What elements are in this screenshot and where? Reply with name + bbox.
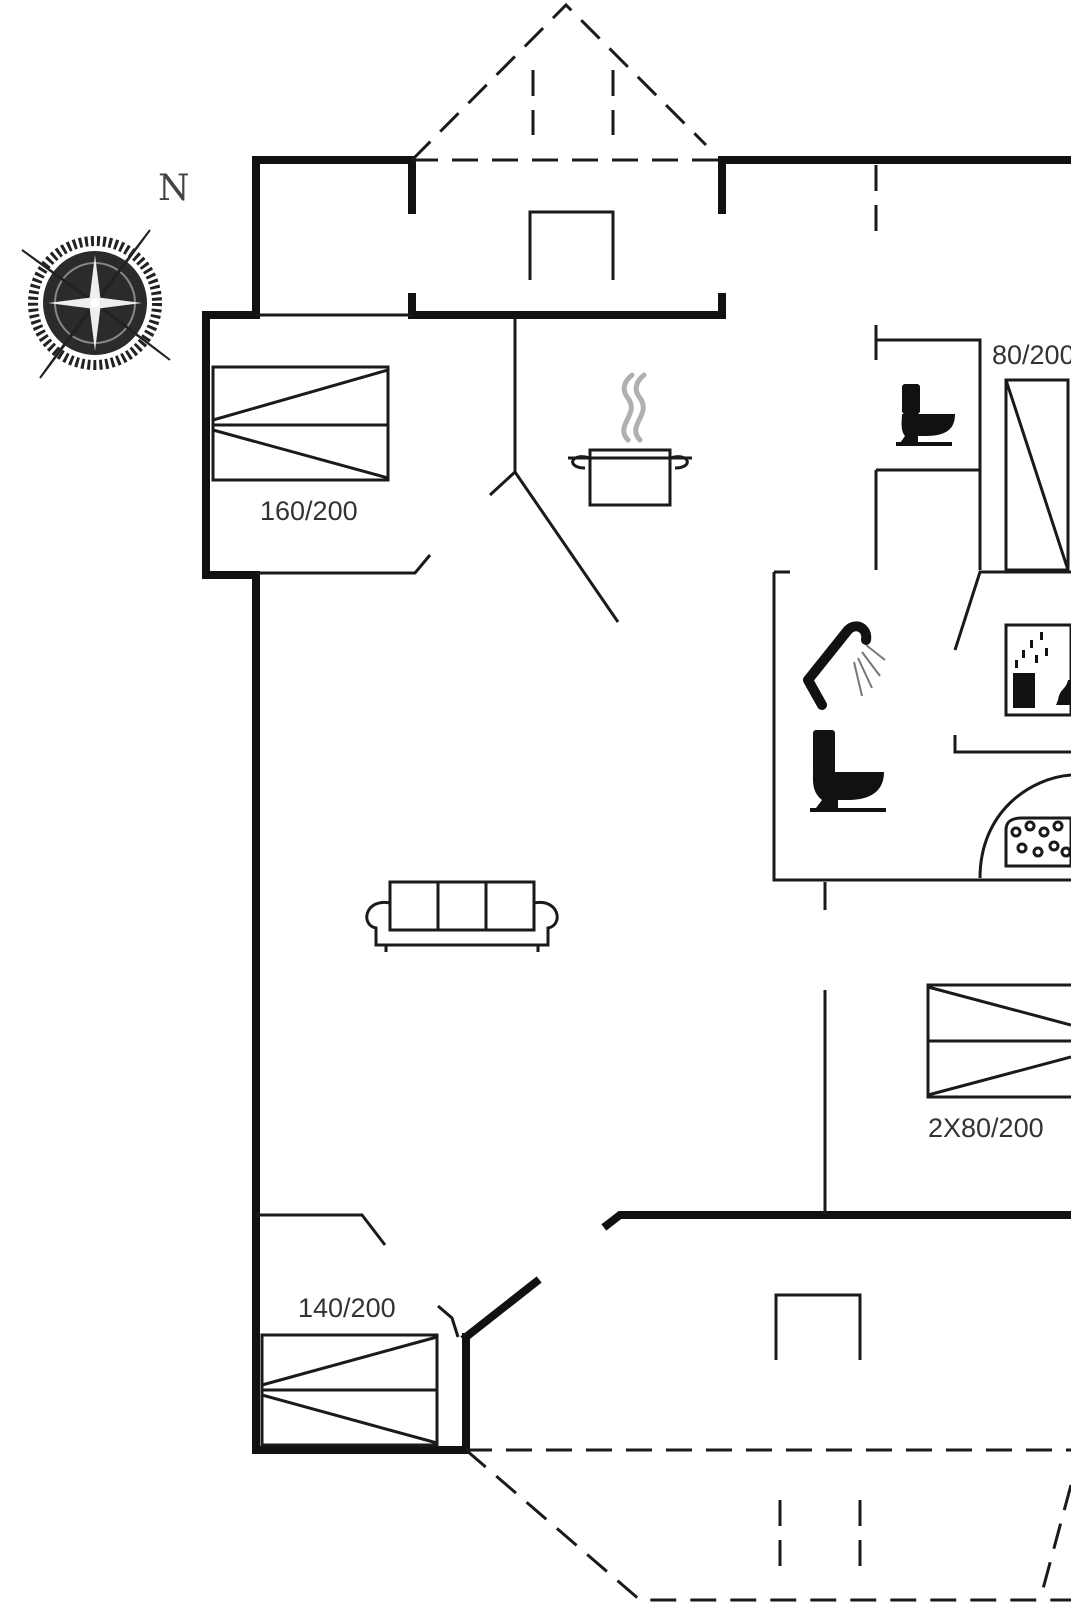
cooking-pot-icon (568, 372, 692, 507)
whirlpool-icon (978, 773, 1071, 879)
compass-rose-icon (21, 229, 171, 379)
interior-walls (256, 210, 1071, 1360)
shower-icon (803, 621, 886, 710)
terrace-outline (410, 2, 1071, 1602)
bed-160-200 (211, 365, 390, 482)
bed-label-2x80-200: 2X80/200 (928, 1113, 1044, 1143)
bed-80-200 (1004, 378, 1070, 572)
exterior-walls (202, 156, 1071, 1454)
compass-north-label: N (158, 168, 190, 209)
bed-label-80-200: 80/200 (992, 340, 1071, 370)
toilet-icon (896, 384, 955, 446)
bed-label-160-200: 160/200 (260, 496, 358, 526)
bed-2x80-200 (926, 983, 1071, 1099)
sofa-icon (365, 880, 559, 952)
bed-label-140-200: 140/200 (298, 1293, 396, 1323)
bed-140-200 (260, 1333, 439, 1447)
sauna-icon (1004, 623, 1071, 717)
toilet-icon (810, 730, 886, 812)
